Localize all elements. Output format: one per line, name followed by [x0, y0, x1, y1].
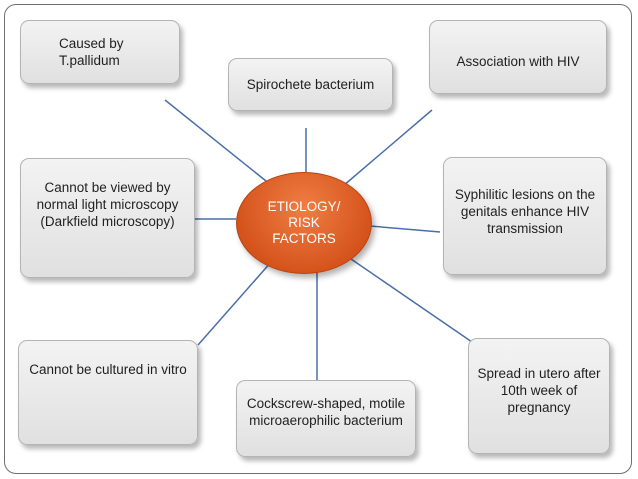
node-in-utero: Spread in utero after 10th week of pregn…: [468, 338, 610, 454]
node-spirochete: Spirochete bacterium: [228, 58, 393, 111]
center-node: ETIOLOGY/ RISK FACTORS: [236, 172, 372, 274]
node-hiv-transmission-text: Syphilitic lesions on the genitals enhan…: [454, 187, 596, 236]
connector-culture: [197, 260, 273, 346]
node-morphology-text: Cockscrew-shaped, motile microaerophilic…: [246, 396, 406, 428]
node-hiv-transmission: Syphilitic lesions on the genitals enhan…: [443, 157, 607, 275]
connector-caused-by: [164, 99, 272, 186]
node-spirochete-text: Spirochete bacterium: [246, 77, 375, 92]
node-in-utero-text: Spread in utero after 10th week of pregn…: [477, 366, 601, 415]
node-culture: Cannot be cultured in vitro: [18, 340, 198, 445]
slide-frame: [4, 4, 632, 474]
node-darkfield-text: Cannot be viewed by normal light microsc…: [36, 180, 179, 229]
connector-hiv-association: [342, 109, 433, 187]
node-caused-by: Caused by T.pallidum: [20, 20, 180, 84]
node-hiv-association: Association with HIV: [429, 20, 607, 94]
connector-hiv-transmission: [369, 225, 441, 233]
connector-in-utero: [350, 258, 473, 343]
node-culture-text: Cannot be cultured in vitro: [29, 362, 187, 377]
node-morphology: Cockscrew-shaped, motile microaerophilic…: [236, 380, 416, 457]
center-node-label: ETIOLOGY/ RISK FACTORS: [267, 199, 341, 246]
node-darkfield: Cannot be viewed by normal light microsc…: [20, 158, 195, 278]
node-caused-by-text: Caused by T.pallidum: [59, 36, 124, 68]
node-hiv-association-text: Association with HIV: [456, 54, 580, 69]
